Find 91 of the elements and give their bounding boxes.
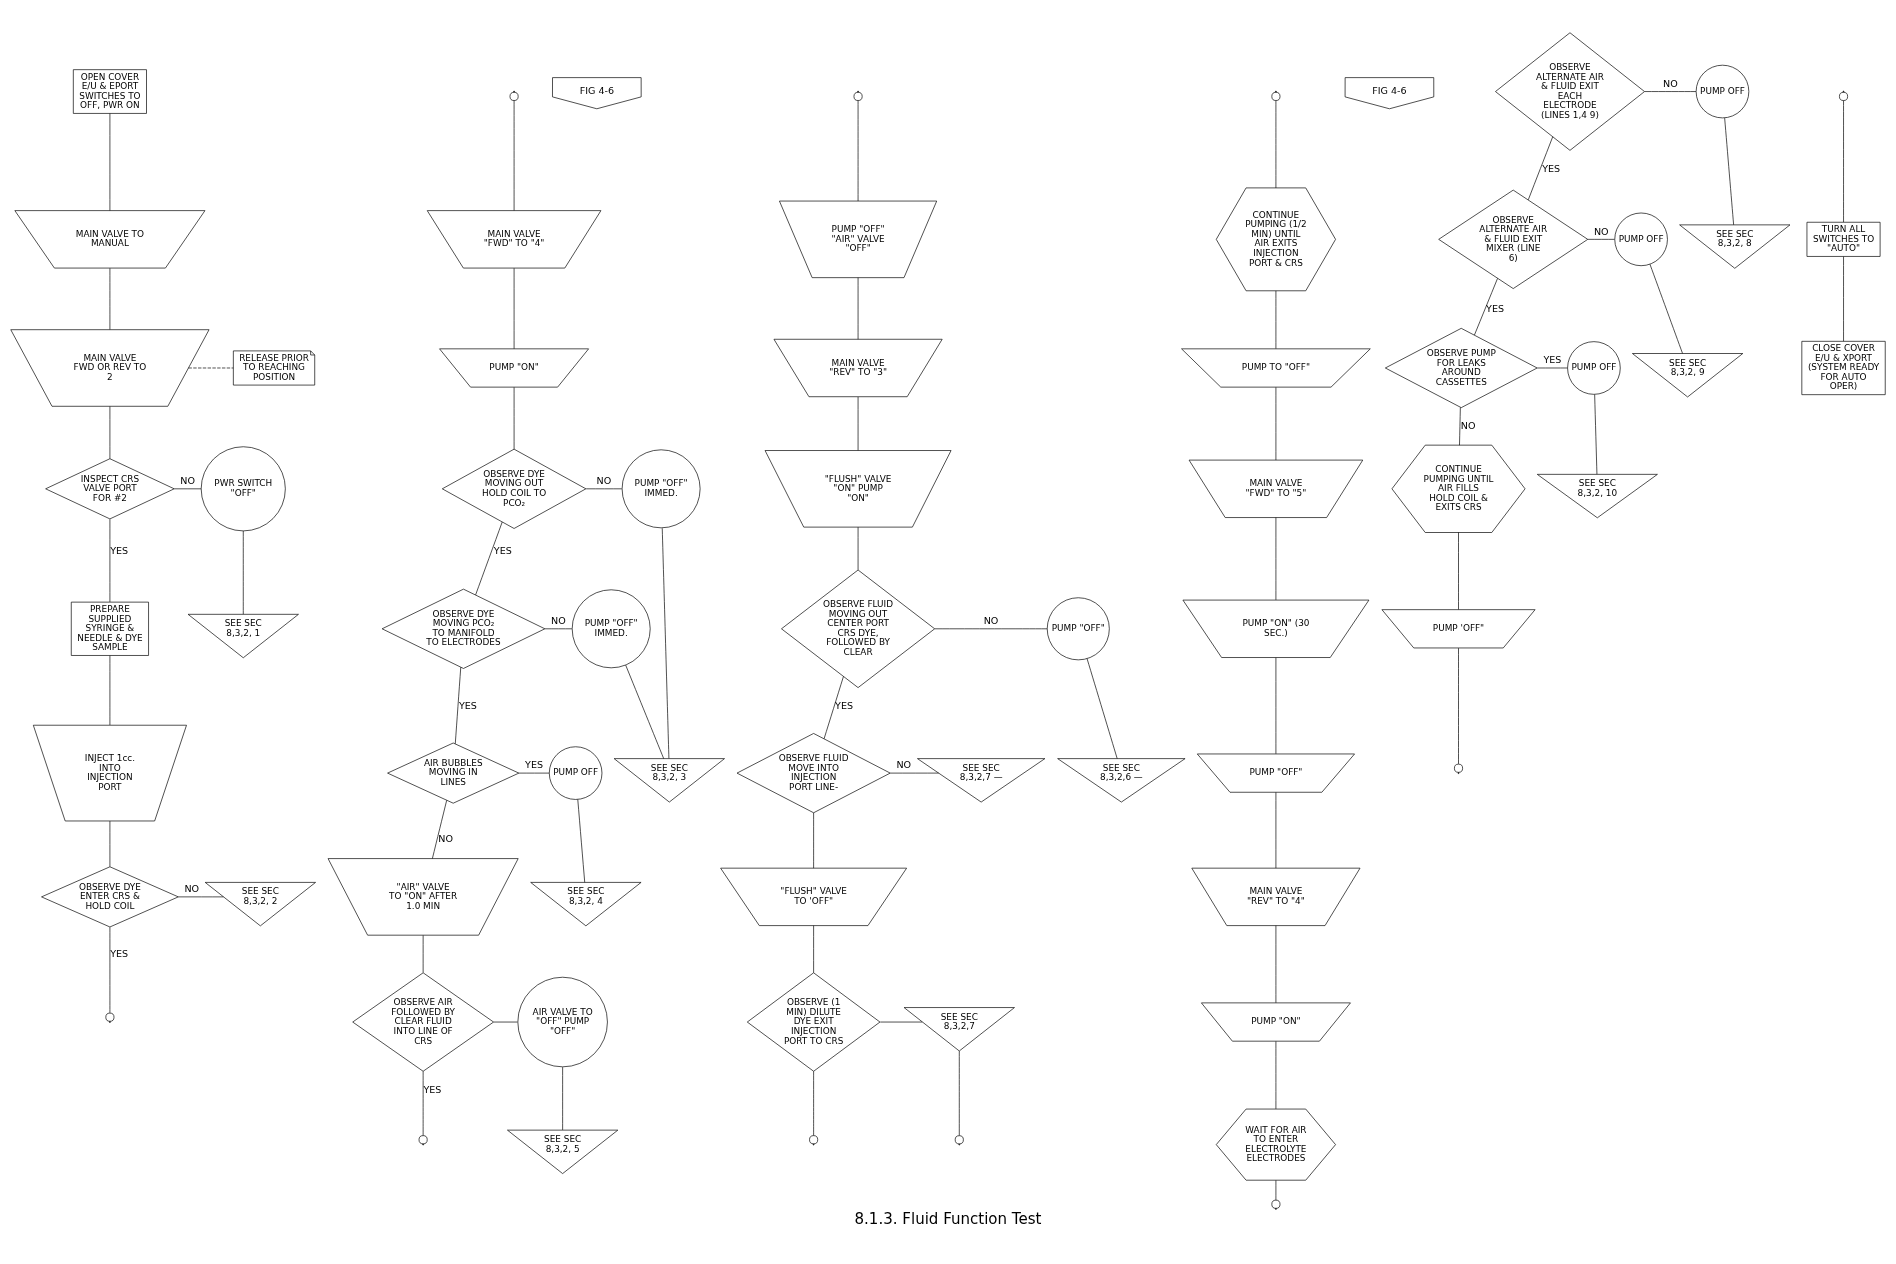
diagram-title: 8.1.3. Fluid Function Test bbox=[854, 1210, 1042, 1229]
connector bbox=[1724, 117, 1734, 226]
edge-label: YES bbox=[110, 544, 129, 556]
node-diamond: OBSERVE DYE MOVING OUT HOLD COIL TO PCO₂ bbox=[441, 448, 587, 529]
connector bbox=[857, 100, 859, 202]
node-circle: PUMP "OFF" IMMED. bbox=[621, 449, 701, 529]
connector bbox=[432, 800, 448, 859]
node-diamond: OBSERVE DYE ENTER CRS & HOLD COIL bbox=[41, 866, 179, 928]
connector bbox=[625, 664, 665, 759]
connector bbox=[1587, 239, 1615, 240]
connector bbox=[661, 527, 670, 759]
edge-label: YES bbox=[493, 544, 512, 556]
node-circle: PUMP OFF bbox=[1567, 341, 1621, 395]
connector bbox=[813, 1071, 814, 1136]
connector bbox=[1086, 658, 1118, 759]
node-circle: PUMP "OFF" IMMED. bbox=[571, 589, 651, 669]
connector bbox=[1644, 91, 1697, 92]
node-circle: PWR SWITCH "OFF" bbox=[200, 446, 286, 532]
connector bbox=[1527, 136, 1554, 201]
connector bbox=[857, 396, 859, 451]
connector bbox=[934, 628, 1048, 630]
edge-label: NO bbox=[896, 759, 912, 771]
node-circle: AIR VALVE TO "OFF" PUMP "OFF" bbox=[517, 976, 608, 1068]
node-circle: PUMP OFF bbox=[548, 746, 603, 800]
connector bbox=[562, 1066, 563, 1131]
edge-label: NO bbox=[551, 615, 566, 627]
connector bbox=[109, 655, 111, 726]
connector bbox=[475, 521, 503, 596]
edge-label: YES bbox=[458, 699, 477, 711]
node-diamond: INSPECT CRS VALVE PORT FOR #2 bbox=[45, 458, 175, 520]
edge-label: NO bbox=[1662, 77, 1678, 89]
connector bbox=[513, 387, 515, 450]
node-diamond: OBSERVE AIR FOLLOWED BY CLEAR FLUID INTO LINE OF CRS bbox=[352, 972, 494, 1072]
node-diamond: OBSERVE ALTERNATE AIR & FLUID EXIT EACH ELECTRODE (LINES 1,4 9) bbox=[1495, 32, 1645, 151]
node-diamond: OBSERVE DYE MOVING PCO₂ TO MANIFOLD TO ELECTRODES bbox=[381, 588, 546, 669]
edge-label: YES bbox=[1486, 303, 1505, 315]
connector bbox=[879, 1021, 923, 1023]
edge-label: NO bbox=[1593, 225, 1609, 237]
connector bbox=[1275, 517, 1277, 601]
node-diamond: OBSERVE (1 MIN) DILUTE DYE EXIT INJECTION PORT TO CRS bbox=[746, 972, 881, 1072]
edge-label: YES bbox=[423, 1083, 442, 1095]
connector bbox=[1536, 367, 1568, 369]
node-circle: PUMP OFF bbox=[1695, 64, 1750, 119]
edge-label: NO bbox=[184, 883, 200, 895]
connector bbox=[454, 666, 462, 745]
connector bbox=[1275, 100, 1277, 189]
connector bbox=[1458, 532, 1459, 610]
edge-label: YES bbox=[110, 947, 129, 959]
node-box: TURN ALL SWITCHES TO "AUTO" bbox=[1806, 221, 1881, 257]
edge-label: NO bbox=[180, 475, 196, 487]
connector bbox=[1594, 394, 1598, 475]
connector bbox=[823, 676, 844, 740]
connector bbox=[1459, 407, 1461, 446]
node-diamond: AIR BUBBLES MOVING IN LINES bbox=[387, 742, 520, 804]
node-diamond: OBSERVE PUMP FOR LEAKS AROUND CASSETTES bbox=[1385, 328, 1538, 408]
node-diamond: OBSERVE FLUID MOVE INTO INJECTION PORT LINE- bbox=[736, 733, 891, 814]
connector bbox=[1275, 925, 1277, 1004]
connector bbox=[585, 488, 623, 490]
connector bbox=[173, 488, 202, 490]
connector bbox=[813, 812, 814, 869]
node-circle: PUMP OFF bbox=[1614, 212, 1668, 267]
edge-label: NO bbox=[1460, 419, 1476, 431]
connector bbox=[1843, 256, 1844, 342]
connector bbox=[1649, 263, 1683, 354]
connector bbox=[1474, 278, 1498, 336]
connector bbox=[813, 925, 814, 974]
connector bbox=[177, 896, 224, 898]
node-circle: PUMP "OFF" bbox=[1046, 597, 1110, 661]
connector bbox=[1843, 100, 1844, 223]
connector bbox=[1275, 657, 1277, 755]
connector bbox=[109, 406, 111, 460]
edge-label: YES bbox=[1542, 162, 1561, 174]
edge-label: YES bbox=[1543, 354, 1562, 366]
connector bbox=[109, 820, 111, 867]
node-box: OPEN COVER E/U & EPORT SWITCHES TO OFF, PWR ON bbox=[73, 69, 147, 114]
edge-label: NO bbox=[438, 833, 454, 845]
edge-label: YES bbox=[525, 759, 544, 771]
node-diamond: OBSERVE FLUID MOVING OUT CENTER PORT CRS DYE, FOLLOWED BY CLEAR bbox=[781, 569, 935, 688]
edge-label: YES bbox=[835, 699, 854, 711]
connector bbox=[1458, 647, 1459, 765]
edge-label: NO bbox=[596, 475, 612, 487]
connector bbox=[513, 100, 515, 211]
edge-label: NO bbox=[983, 615, 999, 627]
connector bbox=[577, 799, 586, 883]
connector bbox=[109, 113, 111, 211]
connector bbox=[518, 772, 550, 774]
connector bbox=[889, 772, 939, 774]
node-diamond: OBSERVE ALTERNATE AIR & FLUID EXIT MIXER (LINE 6) bbox=[1438, 189, 1589, 289]
node-box: PREPARE SUPPLIED SYRINGE & NEEDLE & DYE SAMPLE bbox=[70, 601, 149, 656]
node-box: CLOSE COVER E/U & XPORT (SYSTEM READY FOR AUTO OPER) bbox=[1801, 341, 1886, 395]
connector bbox=[544, 628, 573, 630]
